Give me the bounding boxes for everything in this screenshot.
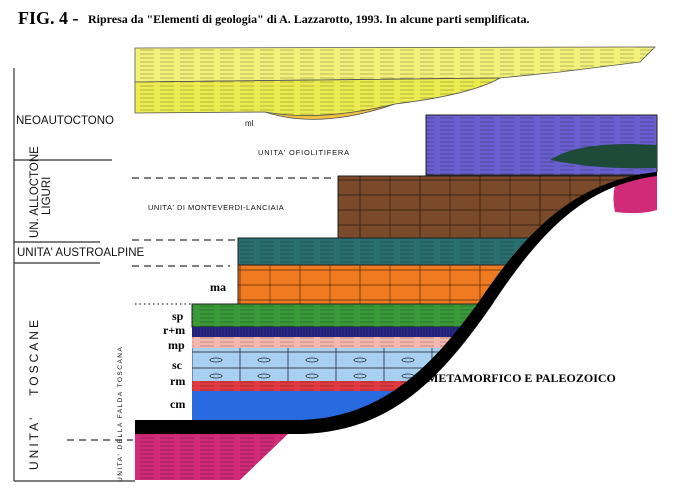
label-sc: sc <box>172 358 183 372</box>
label-neoautoctono: NEOAUTOCTONO <box>16 115 114 127</box>
label-r-plus-m: r+m <box>163 323 185 337</box>
label-metamorfico: METAMORFICO E PALEOZOICO <box>427 371 616 385</box>
layer-r-plus-m <box>192 327 512 337</box>
layer-mp <box>192 337 512 348</box>
column-frame <box>13 68 135 482</box>
layer-ofiolitifera <box>425 114 658 176</box>
figure-number: FIG. 4 - <box>18 8 79 28</box>
label-falda-toscana: UNITA' DELLA FALDA TOSCANA <box>117 346 124 482</box>
paleozoico-lower <box>135 432 290 480</box>
label-toscane: UNITA' TOSCANE <box>27 317 41 470</box>
label-ma: ma <box>210 280 226 294</box>
label-sp: sp <box>172 309 184 323</box>
label-mp: mp <box>168 338 185 352</box>
label-cm: cm <box>170 397 185 411</box>
basement-area <box>290 172 695 494</box>
label-liguri: LIGURI <box>41 177 53 215</box>
label-austroalpine: UNITA' AUSTROALPINE <box>17 247 145 259</box>
label-ofiolitifera: UNITA' OFIOLITIFERA <box>258 148 350 157</box>
label-monteverdi: UNITA' DI MONTEVERDI-LANCIAIA <box>148 203 284 212</box>
label-rm: rm <box>170 374 185 388</box>
layer-ma <box>237 264 539 306</box>
layer-austroalpine <box>237 237 539 266</box>
figure-caption: Ripresa da "Elementi di geologia" di A. … <box>88 12 530 26</box>
layer-sp <box>191 303 513 328</box>
dashed-separators <box>67 177 335 441</box>
label-alloctone: UN. ALLOCTONE <box>29 146 41 238</box>
layer-rm <box>192 381 512 391</box>
label-ml: ml <box>245 119 254 128</box>
lens-ofiolite <box>550 144 657 169</box>
layer-neoautoctono <box>134 46 656 120</box>
